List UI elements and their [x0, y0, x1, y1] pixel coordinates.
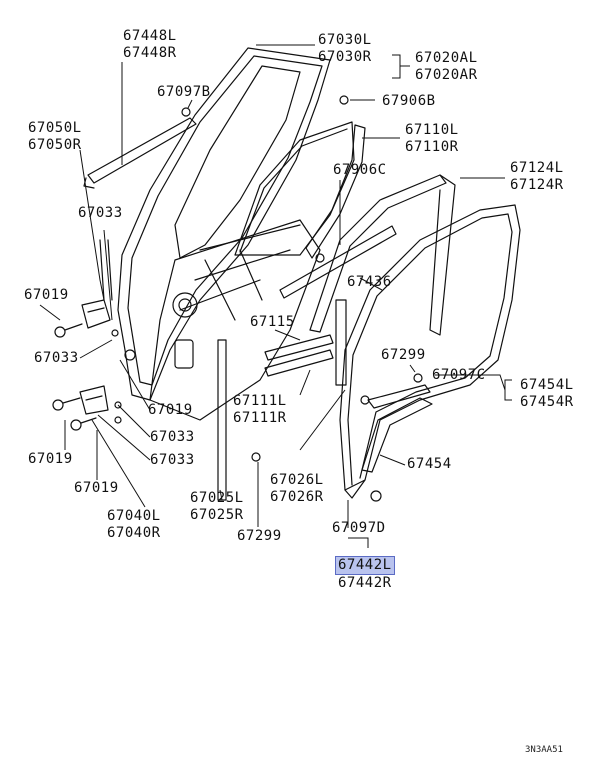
label-67033-low[interactable]: 67033 — [150, 429, 195, 445]
label-67906C[interactable]: 67906C — [333, 162, 387, 178]
label-67033-mid[interactable]: 67033 — [34, 350, 79, 366]
rear-sash — [309, 174, 447, 333]
leader-67020-bracket — [392, 54, 410, 79]
glass-run-channel — [305, 124, 366, 259]
label-67299-right[interactable]: 67299 — [381, 347, 426, 363]
label-67033-top[interactable]: 67033 — [78, 205, 123, 221]
label-67442[interactable]: 67442L 67442R — [335, 556, 395, 592]
label-67019-left[interactable]: 67019 — [28, 451, 73, 467]
door-panel — [149, 219, 321, 421]
label-67442-highlighted[interactable]: 67442L — [335, 556, 395, 575]
label-67097D[interactable]: 67097D — [332, 520, 386, 536]
label-67033-bottom[interactable]: 67033 — [150, 452, 195, 468]
door-opening-weatherstrip — [339, 204, 521, 491]
label-67019-bottom[interactable]: 67019 — [74, 480, 119, 496]
label-67436[interactable]: 67436 — [347, 274, 392, 290]
rear-weatherstrip — [361, 397, 433, 473]
door-glass — [234, 121, 355, 256]
label-67097B[interactable]: 67097B — [157, 84, 211, 100]
door-frame — [117, 47, 331, 401]
label-67454[interactable]: 67454 — [407, 456, 452, 472]
label-67019-top[interactable]: 67019 — [24, 287, 69, 303]
belt-weatherstrip-outer — [87, 117, 197, 184]
label-67019-mid[interactable]: 67019 — [148, 402, 193, 418]
label-67097C[interactable]: 67097C — [432, 367, 486, 383]
label-67115[interactable]: 67115 — [250, 314, 295, 330]
label-67906B[interactable]: 67906B — [382, 93, 436, 109]
diagram-code: 3N3AA51 — [525, 745, 563, 755]
lower-hinge — [79, 385, 109, 415]
upper-hinge — [81, 299, 111, 329]
label-67299-bottom[interactable]: 67299 — [237, 528, 282, 544]
